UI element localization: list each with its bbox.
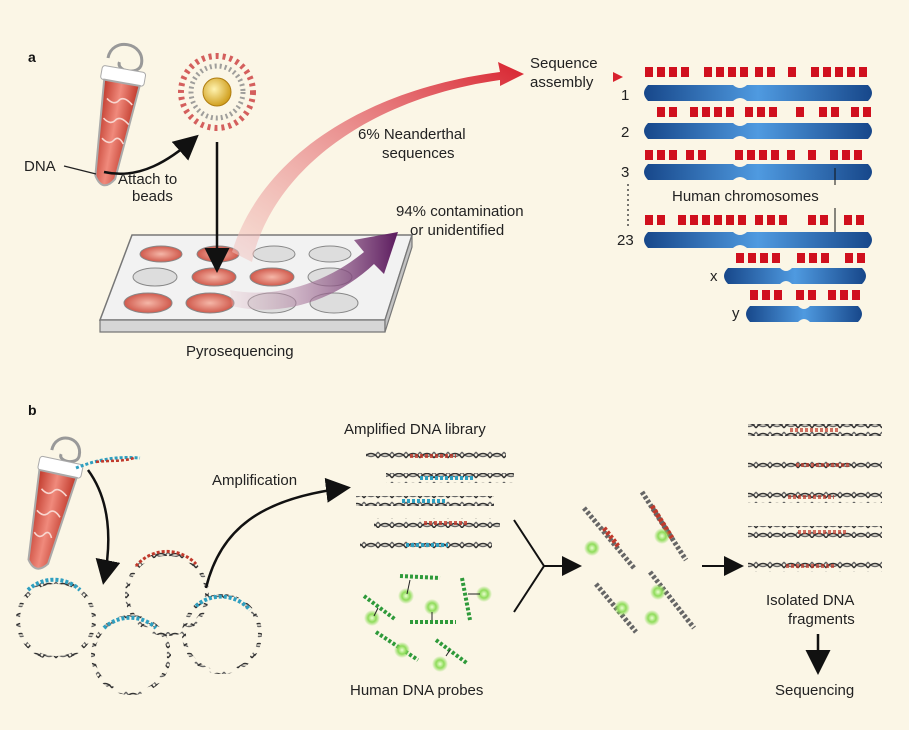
dna-leader-line <box>63 165 97 175</box>
neanderthal-label-line2: sequences <box>382 145 455 162</box>
contamination-label-line1: 94% contamination <box>396 203 524 220</box>
attach-arrow <box>103 134 199 175</box>
contamination-label-line2: or unidentified <box>410 222 504 239</box>
dna-fragment-blue <box>75 456 141 470</box>
probe-1 <box>362 594 398 626</box>
hybrid-strand-4 <box>648 570 696 630</box>
chromosome-label-x: x <box>710 268 718 285</box>
sequencing-label: Sequencing <box>775 682 854 699</box>
insert-blue-1 <box>26 577 82 592</box>
isolated-fragment-2 <box>748 459 882 471</box>
isolated-fragment-5 <box>748 560 882 572</box>
amplified-library-strands <box>356 451 514 550</box>
insert-blue-4 <box>194 594 252 612</box>
hybrid-strand-1 <box>582 506 636 570</box>
dna-label: DNA <box>24 158 56 175</box>
dna-fragment-red <box>95 456 135 464</box>
isolated-fragments-label-line1: Isolated DNA <box>766 592 854 609</box>
chromosome-y <box>746 306 862 322</box>
circular-dna-1 <box>16 580 96 660</box>
insert-red-2 <box>134 549 198 567</box>
chromosome-2-markers <box>657 107 871 117</box>
chromosome-3 <box>644 164 872 180</box>
attach-label-line1: Attach to <box>118 171 177 188</box>
circular-dna-group <box>16 549 262 695</box>
hybridized-fragments <box>582 490 696 634</box>
circular-dna-3 <box>91 615 171 695</box>
isolated-fragments-label-line2: fragments <box>788 611 855 628</box>
chromosome-1 <box>644 85 872 101</box>
circularization-arrow <box>86 469 121 585</box>
probe-5 <box>374 630 420 662</box>
human-probes-label: Human DNA probes <box>350 682 483 699</box>
assembly-label-line2: assembly <box>530 74 594 91</box>
chromosome-1-markers <box>645 67 867 77</box>
probe-6 <box>432 638 470 672</box>
pyrosequencing-label: Pyrosequencing <box>186 343 294 360</box>
chromosome-set: 1 2 3 Human chromosomes <box>617 67 872 322</box>
insert-blue-3 <box>102 615 158 630</box>
human-dna-probes <box>362 574 492 672</box>
human-chromosomes-label: Human chromosomes <box>672 188 819 205</box>
sample-tube-b-icon <box>27 436 84 570</box>
neanderthal-label-line1: 6% Neanderthal <box>358 126 466 143</box>
probe-4 <box>460 577 492 621</box>
circular-dna-2 <box>125 552 209 636</box>
contamination-arrow <box>230 232 398 310</box>
circular-dna-4 <box>182 594 262 674</box>
hybrid-strand-2 <box>639 490 689 562</box>
amplification-label: Amplification <box>212 472 297 489</box>
sample-tube-icon <box>94 42 147 187</box>
chromosome-23 <box>644 232 872 248</box>
panel-b-label: b <box>28 402 37 418</box>
chromosome-label-2: 2 <box>621 124 629 141</box>
chromosome-x-markers <box>736 253 865 263</box>
bead-icon <box>178 53 256 131</box>
probe-3 <box>410 599 456 624</box>
assembly-pointer-icon <box>613 72 623 82</box>
panel-a-label: a <box>28 49 36 65</box>
neanderthal-arrow <box>232 62 524 262</box>
isolated-fragments <box>748 424 882 572</box>
amplified-library-label: Amplified DNA library <box>344 421 486 438</box>
amplification-arrow <box>204 477 351 589</box>
chromosome-label-23: 23 <box>617 232 634 249</box>
chromosome-3-markers <box>645 150 862 160</box>
attach-label-line2: beads <box>132 188 173 205</box>
chromosome-23-markers <box>645 215 864 225</box>
chromosome-label-y: y <box>732 305 740 322</box>
probe-2 <box>398 574 441 604</box>
chromosome-label-3: 3 <box>621 164 629 181</box>
chromosome-2 <box>644 123 872 139</box>
chromosome-x <box>724 268 866 284</box>
merge-lines <box>513 519 546 613</box>
assembly-label-line1: Sequence <box>530 55 598 72</box>
chromosome-y-markers <box>750 290 860 300</box>
chromosome-label-1: 1 <box>621 87 629 104</box>
